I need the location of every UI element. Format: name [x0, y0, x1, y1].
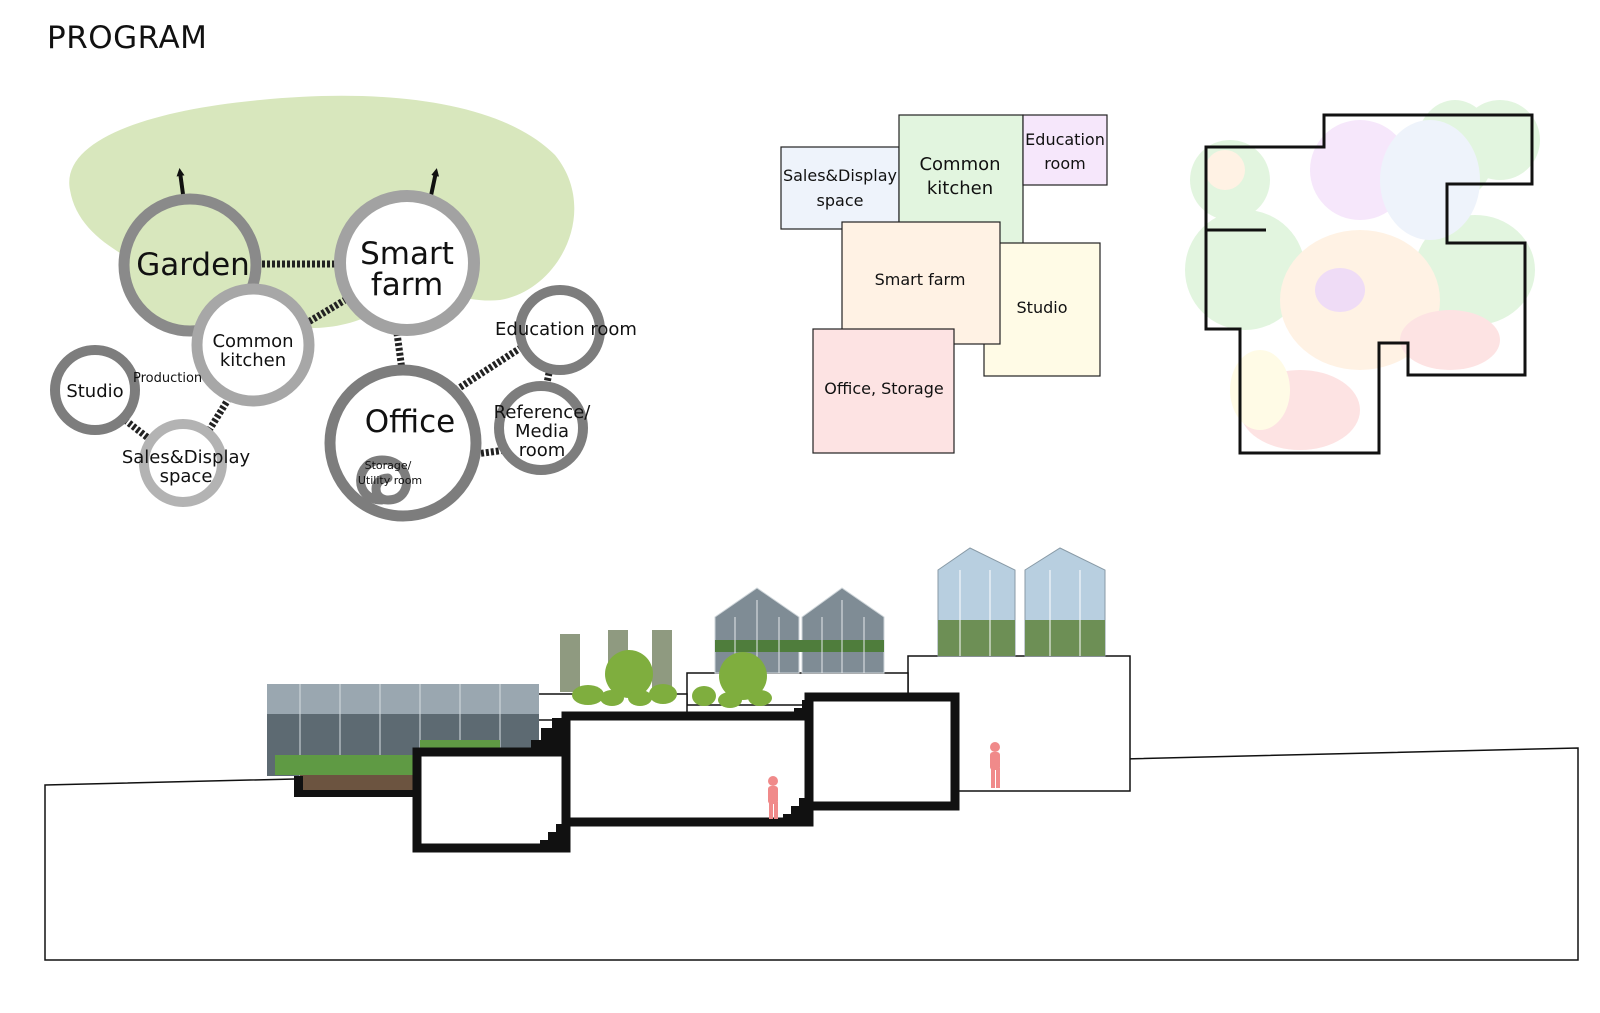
- storage-label-line1: Storage/: [365, 459, 412, 472]
- stairs-upper-right: [794, 700, 809, 716]
- common-kitchen-label-line2: kitchen: [220, 350, 286, 371]
- reference-label-line1: Reference/: [494, 402, 592, 423]
- reference-media-bubble: [494, 381, 588, 475]
- rooftop-trees-image: [572, 650, 772, 708]
- greenhouse-mid-image: [714, 587, 885, 674]
- stairs-lower-left: [540, 824, 566, 848]
- studio-label: Studio: [66, 381, 123, 402]
- smart-farm-label-line1: Smart: [360, 236, 454, 272]
- connector-kitchen-sales: [205, 396, 232, 434]
- office-label: Office: [365, 404, 456, 440]
- stairs-greenhouse: [531, 718, 566, 752]
- smart-farm-bubble: [334, 190, 480, 336]
- connector-office-education: [454, 342, 527, 393]
- connector-kitchen-smartfarm: [303, 293, 352, 328]
- common-kitchen-label-line1: Common: [212, 331, 293, 352]
- common-kitchen-bubble: [191, 283, 315, 407]
- reference-label-line3: room: [519, 440, 566, 461]
- human-figure-icon: [990, 742, 1000, 788]
- education-room-label: Education room: [495, 319, 637, 340]
- stairs-mid: [783, 798, 809, 822]
- smart-farm-label-line2: farm: [371, 267, 443, 303]
- studio-bubble: [50, 345, 140, 435]
- connector-smartfarm-office: [393, 332, 406, 371]
- sales-display-bubble: [139, 419, 227, 507]
- page-title: PROGRAM: [47, 20, 208, 56]
- sales-display-label-line2: space: [160, 466, 213, 487]
- garden-label: Garden: [136, 247, 250, 283]
- section-lower-volume-left: [412, 747, 571, 853]
- reference-label-line2: Media: [515, 421, 569, 442]
- connector-studio-sales: [122, 417, 155, 444]
- section-lower-volume-right: [804, 692, 960, 811]
- storage-spiral-icon: [356, 455, 411, 505]
- greenhouse-base-slab: [294, 776, 417, 797]
- office-bubble: [324, 364, 482, 522]
- storage-label-line2: Utility room: [358, 474, 422, 487]
- sales-display-label-line1: Sales&Display: [122, 447, 251, 468]
- production-label: Production: [133, 371, 202, 386]
- human-figure-icon: [768, 776, 778, 819]
- education-bubble: [515, 285, 605, 375]
- greenhouse-high-image: [937, 547, 1106, 657]
